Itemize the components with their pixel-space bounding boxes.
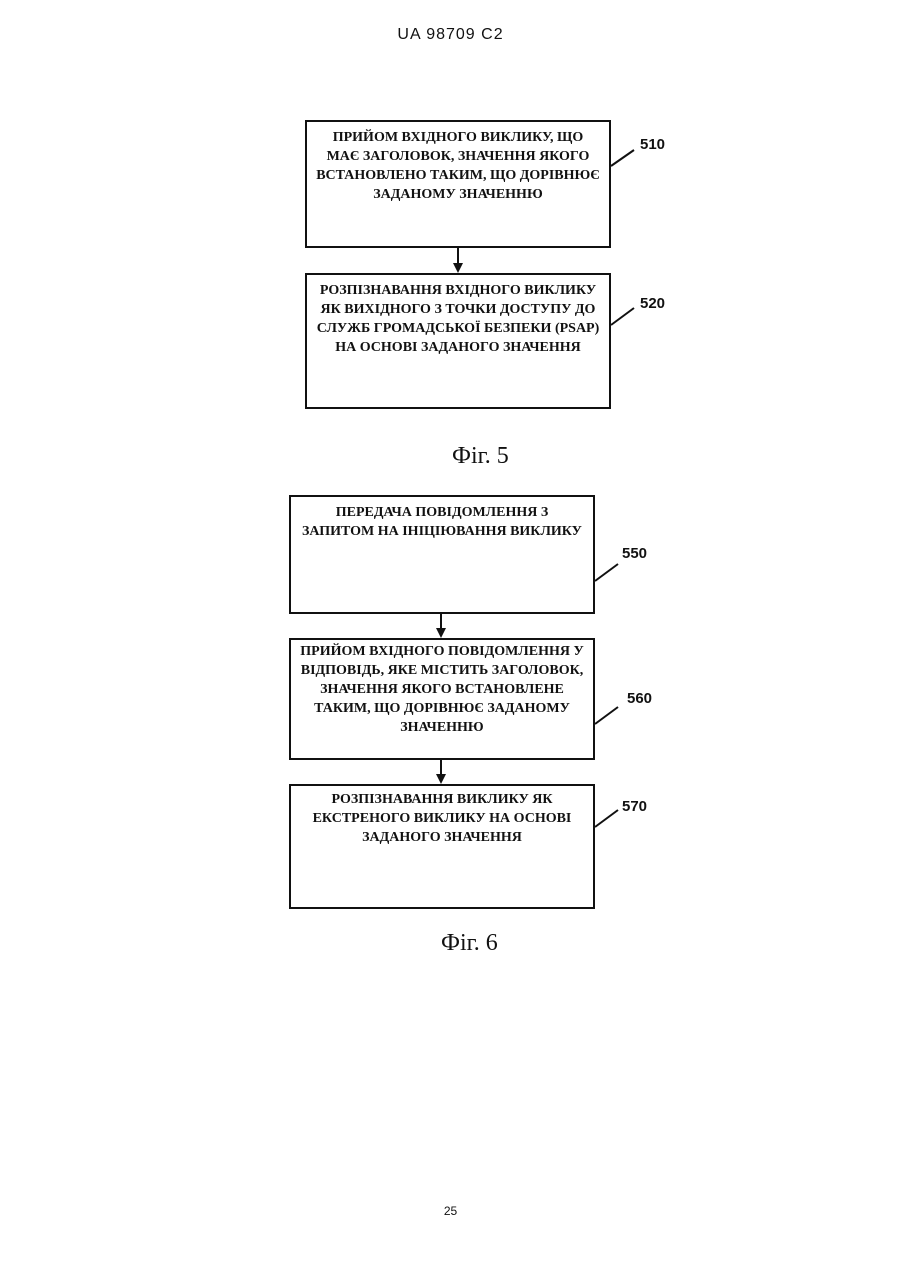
step-550-text: ПЕРЕДАЧА ПОВІДОМЛЕННЯ З ЗАПИТОМ НА ІНІЦІ… xyxy=(291,497,593,541)
step-550-ref: 550 xyxy=(622,545,647,562)
step-570-ref: 570 xyxy=(622,798,647,815)
figure-5-caption: Фіг. 5 xyxy=(452,443,509,470)
step-510-ref: 510 xyxy=(640,136,665,153)
leader-570 xyxy=(595,810,618,827)
step-560-box: ПРИЙОМ ВХІДНОГО ПОВІДОМЛЕННЯ У ВІДПОВІДЬ… xyxy=(289,638,595,760)
step-520-text: РОЗПІЗНАВАННЯ ВХІДНОГО ВИКЛИКУ ЯК ВИХІДН… xyxy=(307,275,609,357)
step-560-text: ПРИЙОМ ВХІДНОГО ПОВІДОМЛЕННЯ У ВІДПОВІДЬ… xyxy=(291,640,593,737)
leader-560 xyxy=(595,707,618,724)
step-570-box: РОЗПІЗНАВАННЯ ВИКЛИКУ ЯК ЕКСТРЕНОГО ВИКЛ… xyxy=(289,784,595,909)
step-570-text: РОЗПІЗНАВАННЯ ВИКЛИКУ ЯК ЕКСТРЕНОГО ВИКЛ… xyxy=(291,786,593,847)
page-number: 25 xyxy=(0,1204,901,1218)
step-520-box: РОЗПІЗНАВАННЯ ВХІДНОГО ВИКЛИКУ ЯК ВИХІДН… xyxy=(305,273,611,409)
step-510-box: ПРИЙОМ ВХІДНОГО ВИКЛИКУ, ЩО МАЄ ЗАГОЛОВО… xyxy=(305,120,611,248)
step-520-ref: 520 xyxy=(640,295,665,312)
step-550-box: ПЕРЕДАЧА ПОВІДОМЛЕННЯ З ЗАПИТОМ НА ІНІЦІ… xyxy=(289,495,595,614)
leader-510 xyxy=(611,150,634,166)
leader-520 xyxy=(611,308,634,325)
leader-550 xyxy=(595,564,618,581)
figure-6-caption: Фіг. 6 xyxy=(441,930,498,957)
step-510-text: ПРИЙОМ ВХІДНОГО ВИКЛИКУ, ЩО МАЄ ЗАГОЛОВО… xyxy=(307,122,609,204)
step-560-ref: 560 xyxy=(627,690,652,707)
